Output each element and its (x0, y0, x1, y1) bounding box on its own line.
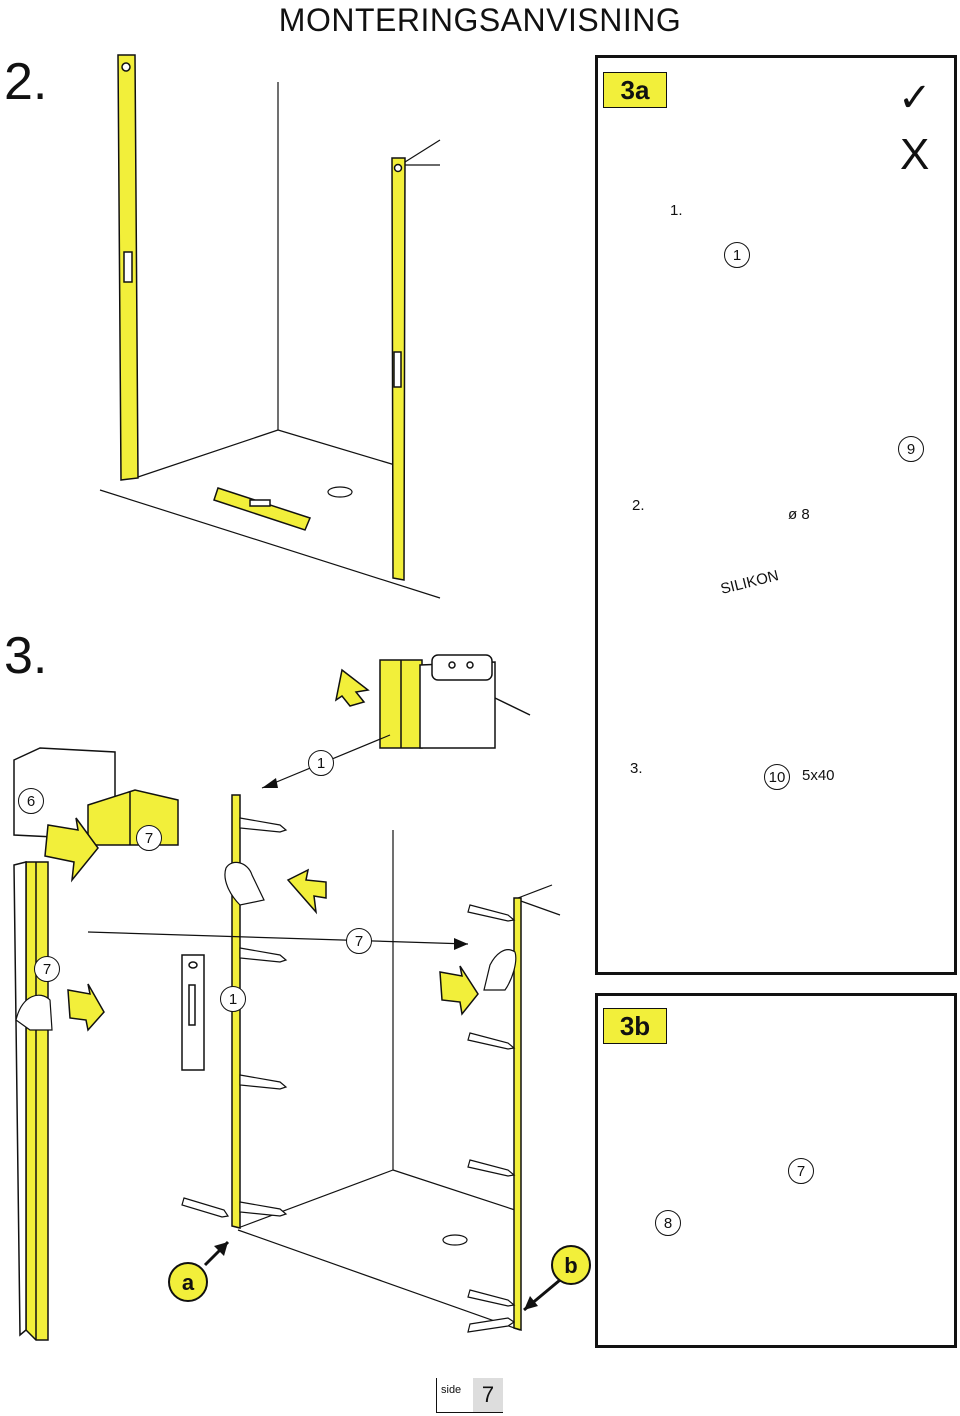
tall-profile-left (13, 861, 49, 1341)
callout-7-guide: 7 (346, 928, 372, 954)
panel-3a-substep-2: 2. (632, 497, 645, 514)
panel-3a-tag: 3a (603, 72, 667, 108)
check-mark-icon: ✓ (898, 76, 932, 120)
callout-8: 8 (655, 1210, 681, 1236)
step3-room (237, 830, 561, 1331)
panel-3a (595, 55, 957, 975)
callout-7-profile: 7 (34, 956, 60, 982)
side-label: side (441, 1384, 462, 1396)
white-profile-piece (181, 954, 205, 1071)
wall-profile-right (391, 157, 406, 581)
arrow-right-middle (439, 965, 479, 1016)
arrow-right-cap (44, 817, 99, 883)
arrow-right-profile (67, 983, 105, 1032)
step-number-3: 3. (4, 627, 48, 685)
panel-3b (595, 993, 957, 1348)
arrow-left-top (334, 668, 370, 707)
callout-1-white-profile: 1 (220, 986, 246, 1012)
screws-right (467, 904, 516, 1333)
callout-7-panel3b: 7 (788, 1158, 814, 1184)
panel-3a-substep-3: 3. (630, 760, 643, 777)
callout-10: 10 (764, 764, 790, 790)
callout-1-top: 1 (308, 750, 334, 776)
cross-mark-icon: X (900, 130, 930, 179)
page-number: 7 (473, 1378, 503, 1412)
hand-right (483, 949, 517, 991)
screw-size-label: 5x40 (802, 767, 835, 784)
screws-left (181, 817, 288, 1218)
panel-3b-tag: 3b (603, 1008, 667, 1044)
dowel-diameter-label: ø 8 (788, 506, 810, 523)
step2-room (99, 82, 441, 599)
page-title: MONTERINGSANVISNING (278, 2, 682, 38)
panel-3a-substep-1: 1. (670, 202, 683, 219)
step-number-2: 2. (4, 53, 48, 111)
hand-left (15, 861, 265, 1031)
callout-9: 9 (898, 436, 924, 462)
profile-mounted-right (513, 897, 522, 1331)
wall-profile-left (117, 54, 139, 481)
page-footer: side 7 (436, 1378, 503, 1413)
profile-detail-top (379, 654, 531, 749)
end-cap-piece (13, 747, 179, 846)
arrow-left-middle (286, 868, 327, 915)
callout-6: 6 (18, 788, 44, 814)
label-a: a (168, 1262, 208, 1302)
callout-7-cap: 7 (136, 825, 162, 851)
spirit-level (213, 487, 312, 531)
callout-1-panel3a: 1 (724, 242, 750, 268)
label-b: b (551, 1245, 591, 1285)
